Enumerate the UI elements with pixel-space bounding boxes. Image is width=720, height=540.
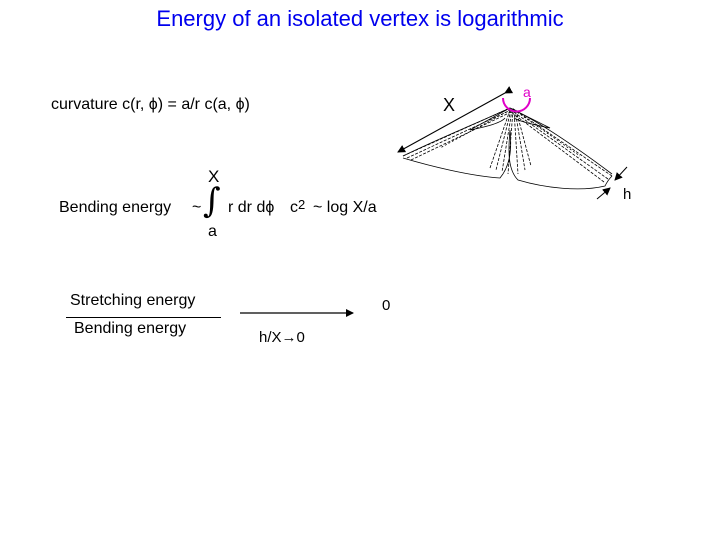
thickness-arrow-bottom bbox=[596, 187, 611, 200]
integrand: r dr dϕ bbox=[228, 199, 275, 216]
fraction-bar bbox=[66, 317, 221, 318]
thickness-arrow-top bbox=[614, 166, 628, 181]
integral-lower-limit: a bbox=[208, 223, 217, 240]
d-cone-sheet bbox=[402, 107, 613, 190]
size-label: X bbox=[443, 95, 456, 115]
x-dimension-arrow bbox=[397, 86, 514, 153]
slide-title: Energy of an isolated vertex is logarith… bbox=[156, 6, 564, 31]
curvature-equation: curvature c(r, ϕ) = a/r c(a, ϕ) bbox=[51, 96, 250, 113]
exponent: 2 bbox=[298, 197, 306, 212]
proportional-tilde: ~ bbox=[192, 199, 202, 216]
limit-label: h/X→0 bbox=[259, 329, 305, 346]
curvature-squared: c2 bbox=[290, 197, 306, 217]
log-result: ~ log X/a bbox=[313, 199, 377, 216]
ratio-numerator: Stretching energy bbox=[70, 292, 196, 309]
core-radius-label: a bbox=[523, 84, 531, 100]
thickness-label: h bbox=[623, 186, 632, 203]
limit-result: 0 bbox=[382, 297, 391, 314]
integral-upper-limit: X bbox=[208, 167, 220, 186]
ratio-denominator: Bending energy bbox=[74, 320, 187, 337]
integral-sign: ∫ bbox=[203, 181, 221, 221]
core-radius-arc bbox=[502, 97, 531, 113]
curvature-symbol: c bbox=[290, 199, 298, 216]
bending-energy-label: Bending energy bbox=[59, 199, 172, 216]
